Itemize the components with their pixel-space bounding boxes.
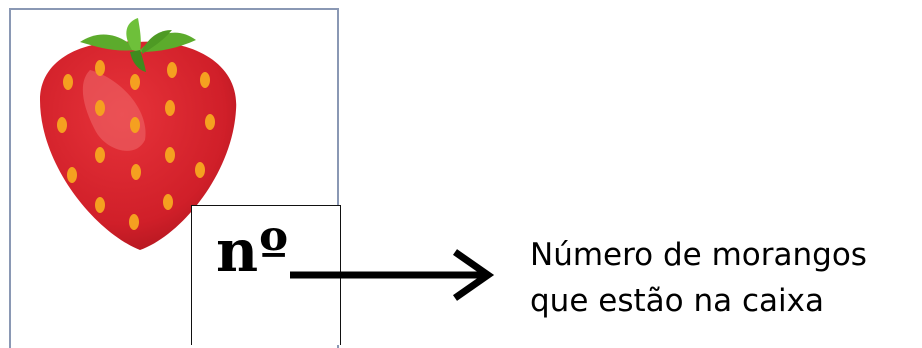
caption-line-1: Número de morangos (530, 237, 867, 273)
strawberry-seeds (57, 60, 215, 230)
arrow-right-icon (290, 249, 495, 301)
caption-line-2: que estão na caixa (530, 283, 824, 319)
strawberry-leaves (80, 18, 196, 72)
strawberry-icon (40, 18, 237, 250)
caption: Número de morangos que estão na caixa (530, 232, 867, 324)
count-label: nº (216, 217, 290, 285)
